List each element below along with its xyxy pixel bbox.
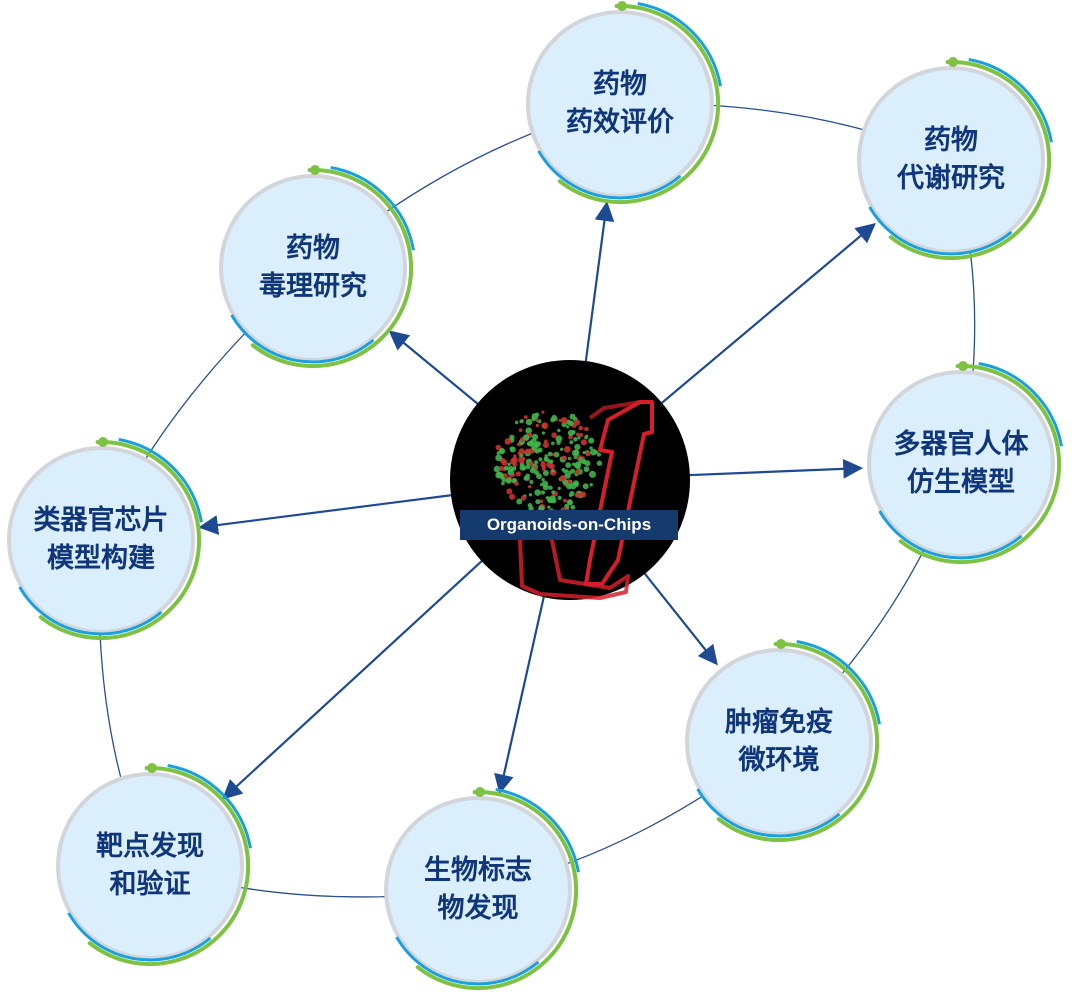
accent-arc-blue	[696, 788, 841, 838]
accent-arc-green	[888, 60, 1052, 261]
hub-circle	[450, 360, 690, 600]
accent-arc-green	[250, 168, 414, 369]
hub-arrow-construction	[198, 493, 454, 535]
hub-label: Organoids-on-Chips	[460, 510, 678, 540]
accent-arc-blue	[978, 362, 1063, 447]
accent-dot	[776, 639, 786, 649]
accent-dot	[948, 57, 958, 67]
hub-arrow-tumor	[642, 571, 718, 666]
accent-arc-blue	[330, 166, 415, 251]
accent-arc-blue	[968, 58, 1053, 143]
node-construction	[7, 437, 203, 641]
accent-dot	[958, 361, 968, 371]
node-metabolism	[857, 57, 1053, 261]
accent-arc-blue	[868, 206, 1013, 256]
accent-arc-blue	[878, 510, 1023, 560]
accent-arc-blue	[18, 586, 163, 636]
node-toxicology	[219, 165, 415, 369]
hub-arrow-metabolism	[659, 223, 876, 405]
hub-arrow-multi-organ	[687, 458, 864, 479]
node-biomarker	[384, 787, 580, 991]
hub-arrow-target	[222, 558, 484, 800]
accent-arc-blue	[167, 764, 252, 849]
accent-arc-blue	[495, 788, 580, 873]
organoid-cluster-image	[493, 410, 603, 515]
accent-arc-green	[415, 790, 579, 991]
node-tumor	[685, 639, 881, 843]
accent-dot	[475, 787, 485, 797]
accent-arc-green	[716, 642, 880, 843]
accent-arc-green	[38, 440, 202, 641]
accent-arc-blue	[67, 912, 212, 962]
accent-arc-blue	[118, 438, 203, 523]
hub-arrow-biomarker	[494, 594, 546, 795]
accent-dot	[147, 763, 157, 773]
accent-arc-blue	[637, 2, 722, 87]
accent-arc-green	[898, 364, 1062, 565]
accent-dot	[98, 437, 108, 447]
node-target	[56, 763, 252, 967]
accent-arc-blue	[230, 314, 375, 364]
hub-arrows	[198, 201, 876, 800]
hub-arrow-efficacy	[584, 201, 615, 364]
accent-arc-green	[557, 4, 721, 205]
accent-arc-blue	[395, 936, 540, 986]
accent-arc-blue	[796, 640, 881, 725]
node-circles	[7, 1, 1063, 991]
accent-arc-blue	[537, 150, 682, 200]
accent-dot	[310, 165, 320, 175]
hub-arrow-toxicology	[388, 330, 480, 406]
accent-arc-green	[87, 766, 251, 967]
accent-dot	[617, 1, 627, 11]
node-multi-organ	[867, 361, 1063, 565]
node-efficacy	[526, 1, 722, 205]
